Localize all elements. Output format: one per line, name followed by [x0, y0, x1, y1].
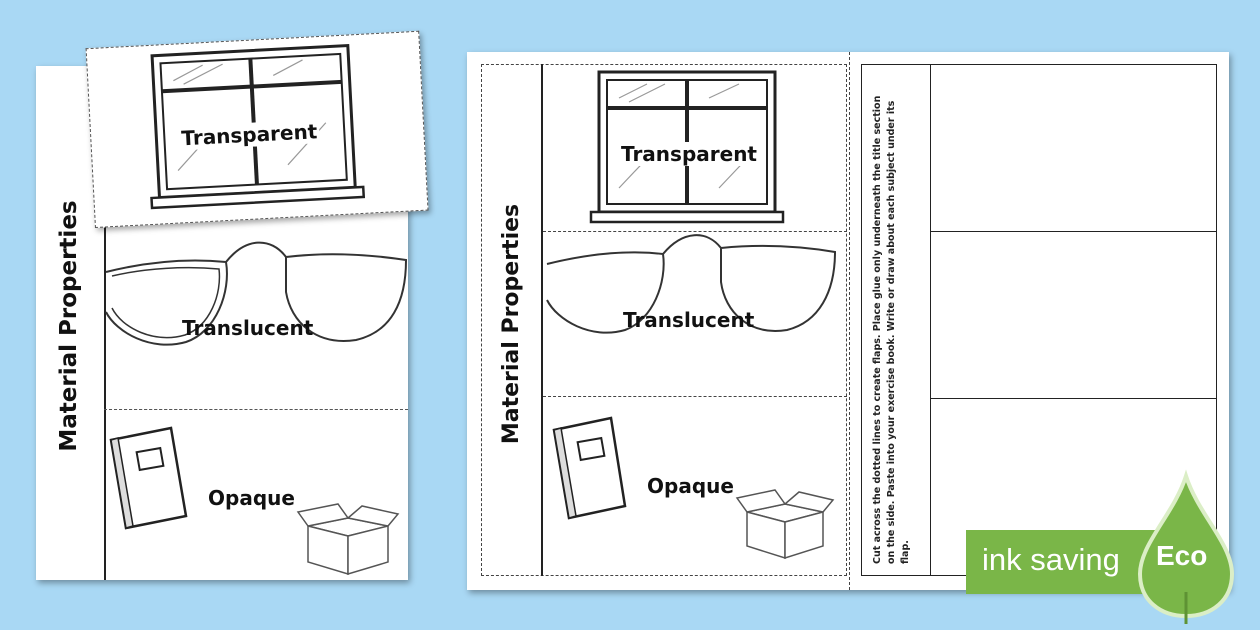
glasses-illustration-right: [546, 234, 837, 334]
title-spine: [36, 66, 106, 580]
cutout-strip: [481, 64, 847, 576]
opaque-label: Opaque: [208, 486, 295, 510]
eco-drop-icon: [1137, 469, 1235, 624]
material-properties-title-right: Material Properties: [499, 203, 524, 445]
divider-2: [543, 396, 847, 397]
transparent-flap-lifted[interactable]: Transparent: [85, 30, 429, 228]
book-icon: [109, 426, 188, 530]
divider-1: [543, 231, 847, 232]
opaque-divider: [104, 409, 408, 410]
box-icon: [296, 503, 400, 576]
ink-saving-text: ink saving: [982, 542, 1120, 577]
title-spine-right: [481, 64, 543, 576]
template-sheet: Material Properties Transparent Transluc…: [467, 52, 1229, 590]
ink-saving-badge: ink saving: [966, 530, 1166, 594]
writing-box-2[interactable]: [930, 231, 1217, 399]
box-icon-right: [735, 489, 835, 560]
translucent-label: Translucent: [182, 316, 314, 340]
instructions-text: Cut across the dotted lines to create fl…: [872, 95, 911, 564]
glasses-illustration: [105, 241, 408, 346]
book-icon-right: [552, 416, 627, 520]
opaque-label-right: Opaque: [647, 474, 734, 498]
material-properties-title: Material Properties: [56, 200, 82, 452]
translucent-label-right: Translucent: [623, 308, 755, 332]
transparent-label-right: Transparent: [619, 142, 759, 166]
eco-label: Eco: [1156, 540, 1208, 571]
cut-line: [849, 52, 850, 590]
writing-box-1[interactable]: [930, 64, 1217, 232]
